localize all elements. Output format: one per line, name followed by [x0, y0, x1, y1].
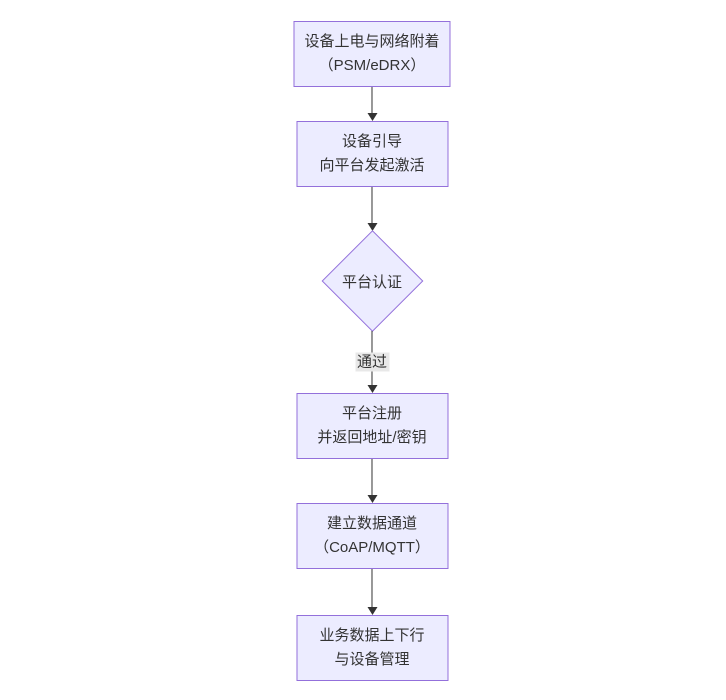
node-text-line: （PSM/eDRX）	[318, 57, 426, 74]
node-platform-register: 平台注册 并返回地址/密钥	[295, 393, 448, 459]
node-text-line: 与设备管理	[334, 651, 410, 668]
arrowhead-icon	[366, 113, 377, 121]
node-text-line: 设备上电与网络附着	[304, 33, 440, 50]
node-text-line: 业务数据上下行	[319, 627, 425, 644]
arrowhead-icon	[366, 495, 377, 503]
edge-arrow-c-d: 通过	[354, 331, 389, 393]
flowchart-column: 设备上电与网络附着 （PSM/eDRX） 设备引导 向平台发起激活 平台认证 通…	[293, 21, 451, 681]
arrow-shaft	[371, 459, 373, 495]
node-text-line: 设备引导	[341, 133, 402, 150]
node-device-power-attach: 设备上电与网络附着 （PSM/eDRX）	[293, 21, 451, 87]
node-text-line: 平台认证	[341, 273, 402, 291]
node-text-line: （CoAP/MQTT）	[314, 539, 430, 556]
edge-arrow-b-c	[366, 187, 377, 231]
arrow-shaft	[371, 87, 373, 113]
edge-arrow-e-f	[366, 569, 377, 615]
node-text-line: 向平台发起激活	[319, 157, 425, 174]
arrow-shaft	[371, 187, 373, 223]
edge-arrow-d-e	[366, 459, 377, 503]
node-text-line: 建立数据通道	[326, 515, 417, 532]
edge-arrow-a-b	[366, 87, 377, 121]
arrowhead-icon	[366, 607, 377, 615]
node-business-data: 业务数据上下行 与设备管理	[295, 615, 448, 681]
edge-label-pass: 通过	[354, 352, 389, 372]
node-data-channel: 建立数据通道 （CoAP/MQTT）	[295, 503, 448, 569]
node-text-line: 平台注册	[341, 405, 402, 422]
arrowhead-icon	[366, 223, 377, 231]
arrowhead-icon	[366, 385, 377, 393]
node-device-bootstrap: 设备引导 向平台发起激活	[295, 121, 448, 187]
arrow-shaft	[371, 569, 373, 607]
decision-platform-auth: 平台认证	[321, 230, 423, 332]
node-text-line: 并返回地址/密钥	[317, 429, 427, 446]
